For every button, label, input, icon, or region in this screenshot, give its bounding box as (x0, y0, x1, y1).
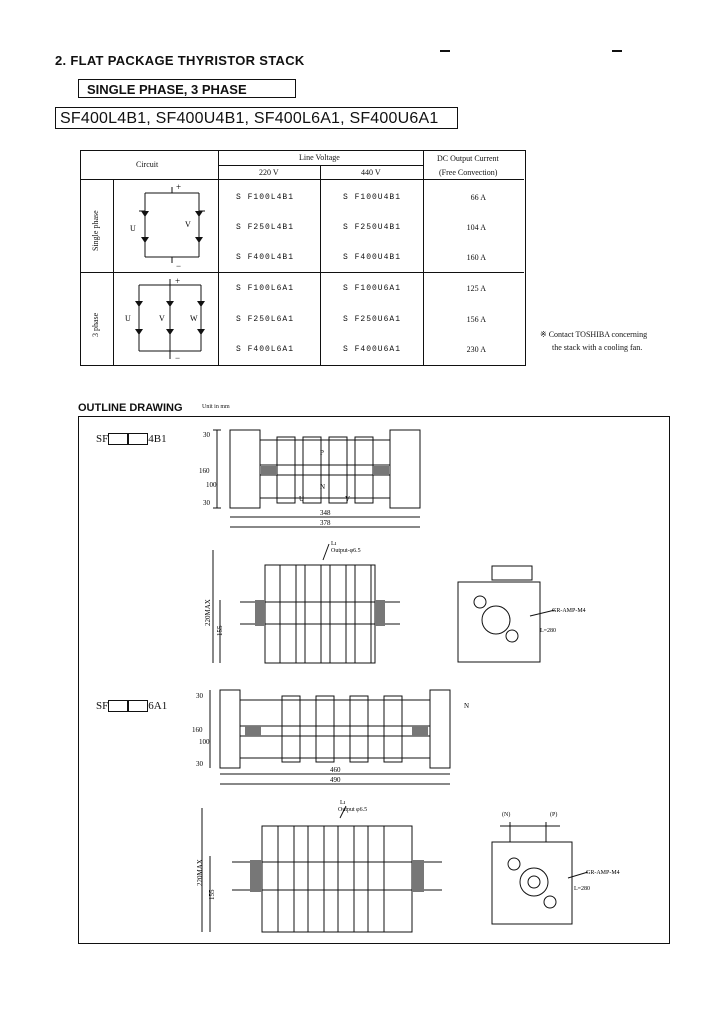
drawing-6a1-end-view: (N) (P) GR-AMP-M4 L=280 (491, 811, 620, 925)
dim-label: 30 (196, 760, 204, 768)
dim-label: 160 (192, 726, 203, 734)
v-terminal-label: V (185, 220, 191, 229)
cable-label: GR-AMP-M4 (586, 870, 620, 876)
blank-box (108, 700, 129, 713)
section-title: 2. FLAT PACKAGE THYRISTOR STACK (55, 53, 305, 68)
col-header-220v: 220 V (259, 168, 279, 177)
cooling-fan-note: ※ Contact TOSHIBA concerning the stack w… (540, 328, 647, 354)
dim-label: 30 (196, 692, 204, 700)
blank-box (108, 433, 129, 446)
model-cell-440v: S F100U6A1 (343, 284, 402, 293)
group-label-single-phase: Single phase (91, 210, 100, 251)
model-cell-220v: S F250L4B1 (236, 223, 295, 232)
note-line: ※ Contact TOSHIBA concerning (540, 330, 648, 339)
dim-label: 30 (203, 499, 211, 507)
current-cell: 230 A (466, 345, 486, 354)
model-cell-440v: S F400U4B1 (343, 253, 402, 262)
dim-label: 220MAX (196, 859, 204, 886)
part-suffix: 4B1 (148, 433, 167, 445)
model-cell-220v: S F250L6A1 (236, 315, 295, 324)
terminal-label-u: U (299, 495, 304, 503)
drawing-4b1-side-view: Lı Output-φ6.5 220MAX 155 (204, 541, 400, 664)
dim-label: 220MAX (204, 599, 212, 626)
model-cell-220v: S F400L4B1 (236, 253, 295, 262)
plus-terminal-label: + (175, 276, 180, 286)
spec-table: Circuit Line Voltage 220 V 440 V DC Outp… (80, 150, 526, 366)
group-label-three-phase: 3 phase (91, 312, 100, 337)
header-dash-mark (612, 50, 622, 52)
outline-drawing-frame (78, 416, 670, 944)
dim-label: 378 (320, 519, 331, 527)
dim-label: 160 (199, 467, 210, 475)
subtitle-box: SINGLE PHASE, 3 PHASE (78, 79, 296, 98)
outline-drawing-title: OUTLINE DRAWING (78, 402, 183, 414)
header-dash-mark (440, 50, 450, 52)
current-cell: 125 A (466, 284, 486, 293)
cable-length-label: L=280 (540, 628, 556, 634)
terminal-label-p: P (320, 449, 324, 457)
model-cell-220v: S F100L6A1 (236, 284, 295, 293)
current-cell: 160 A (466, 253, 486, 262)
drawing-6a1-side-view: Lı Output φ6.5 220MAX 155 (196, 800, 442, 933)
current-cell: 66 A (470, 193, 486, 202)
dim-label: 100 (206, 481, 217, 489)
dim-label: 155 (208, 889, 216, 900)
model-cell-440v: S F400U6A1 (343, 345, 402, 354)
v-terminal-label: V (159, 314, 165, 323)
model-cell-440v: S F250U4B1 (343, 223, 402, 232)
three-phase-circuit-diagram: + − U V W (125, 276, 205, 363)
col-header-line-voltage: Line Voltage (299, 153, 340, 162)
minus-terminal-label: − (176, 261, 181, 271)
model-cell-220v: S F100L4B1 (236, 193, 295, 202)
w-terminal-label: W (190, 314, 198, 323)
dim-label: 100 (199, 738, 210, 746)
current-cell: 156 A (466, 315, 486, 324)
dim-label: 155 (216, 625, 224, 636)
outline-unit-label: Unit in mm (202, 404, 230, 410)
terminal-label-n: N (464, 702, 469, 710)
part-suffix: 6A1 (148, 700, 168, 712)
part-label-4b1: SF 4B1 (96, 433, 167, 446)
dim-label: 30 (203, 431, 211, 439)
part-prefix: SF (96, 700, 109, 712)
cable-label: GR-AMP-M4 (552, 608, 586, 614)
u-terminal-label: U (130, 224, 136, 233)
output-label: Output φ6.5 (338, 807, 367, 813)
part-label-6a1: SF 6A1 (96, 700, 168, 713)
col-header-dc-output-current: DC Output Current (437, 154, 499, 163)
drawing-4b1-front-view: 30 160 100 30 P N U V 348 378 (199, 429, 421, 528)
dim-label: 460 (330, 766, 341, 774)
terminal-label-n: N (320, 483, 325, 491)
drawing-6a1-front-view: 30 160 100 30 N 460 490 (192, 689, 469, 785)
single-phase-circuit-diagram: + − U V (130, 182, 205, 271)
u-terminal-label: U (125, 314, 131, 323)
lc-label: Lı (340, 800, 346, 806)
plus-terminal-label: + (176, 182, 181, 192)
col-header-440v: 440 V (361, 168, 381, 177)
terminal-label-p-paren: (P) (550, 811, 557, 818)
model-cell-440v: S F100U4B1 (343, 193, 402, 202)
col-header-free-convection: (Free Convection) (439, 168, 498, 177)
note-line: the stack with a cooling fan. (552, 343, 643, 352)
model-cell-220v: S F400L6A1 (236, 345, 295, 354)
current-cell: 104 A (466, 223, 486, 232)
drawing-4b1-end-view: GR-AMP-M4 L=280 (457, 565, 586, 663)
minus-terminal-label: − (175, 353, 180, 363)
blank-box (128, 433, 149, 446)
terminal-label-n-paren: (N) (502, 811, 510, 818)
part-prefix: SF (96, 433, 109, 445)
dim-label: 490 (330, 776, 341, 784)
lc-label: Lı (331, 541, 337, 547)
dim-label: 348 (320, 509, 331, 517)
blank-box (128, 700, 149, 713)
model-cell-440v: S F250U6A1 (343, 315, 402, 324)
model-list-box: SF400L4B1, SF400U4B1, SF400L6A1, SF400U6… (55, 107, 458, 129)
col-header-circuit: Circuit (136, 160, 159, 169)
cable-length-label: L=280 (574, 886, 590, 892)
terminal-label-v: V (345, 495, 350, 503)
output-label: Output-φ6.5 (331, 548, 361, 554)
